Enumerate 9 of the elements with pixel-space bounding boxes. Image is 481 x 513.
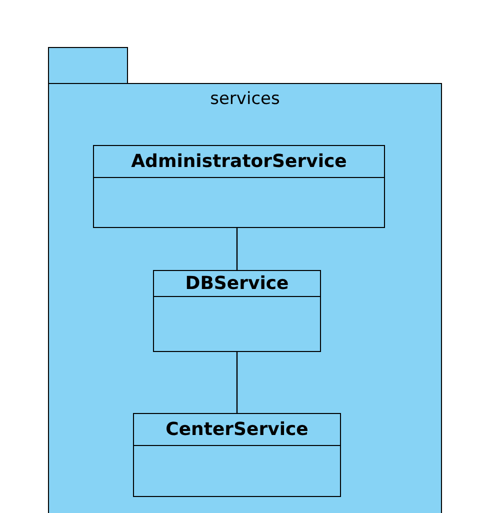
class-name: DBService (185, 274, 289, 292)
class-box (153, 270, 321, 352)
association-line (236, 228, 238, 270)
class-name: CenterService (166, 420, 308, 438)
association-line (236, 352, 238, 413)
package-name: services (210, 88, 280, 111)
class-box (133, 413, 341, 497)
class-box (93, 145, 385, 228)
class-name: AdministratorService (131, 152, 347, 170)
